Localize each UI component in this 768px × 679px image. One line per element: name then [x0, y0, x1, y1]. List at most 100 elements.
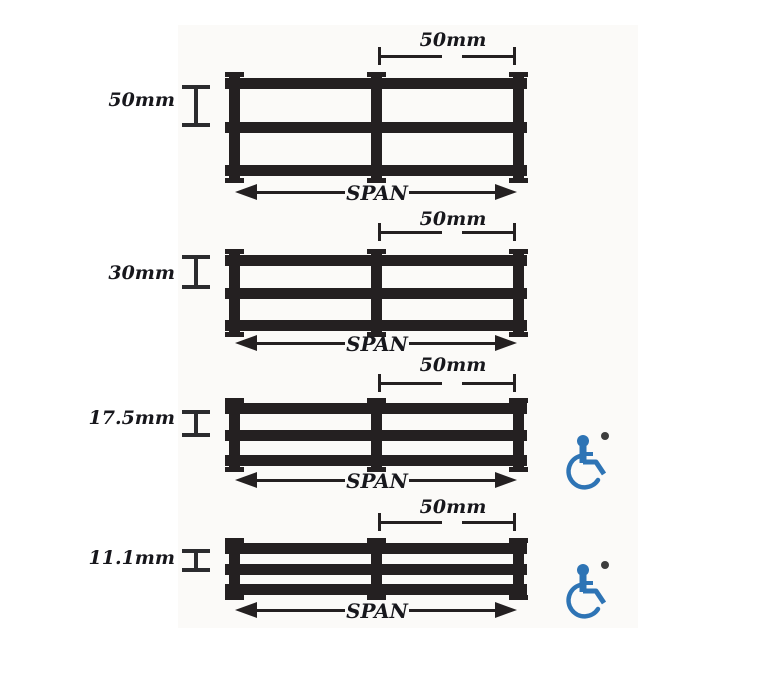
post-end-tick [367, 595, 386, 600]
post-end-tick [367, 178, 386, 183]
post-end-tick [509, 538, 528, 543]
post-end-tick [367, 249, 386, 254]
dimension-line-right [462, 521, 515, 524]
aperture-label: 17.5mm [88, 407, 175, 429]
grid-post-middle [371, 538, 382, 600]
post-end-tick [225, 398, 244, 403]
dimension-line-right [462, 231, 515, 234]
span-label: SPAN [346, 599, 408, 623]
dimension-line-left [380, 55, 442, 58]
post-end-tick [225, 467, 244, 472]
aperture-label: 30mm [108, 262, 175, 284]
grid-post-left [229, 72, 240, 183]
dimension-tick-left [378, 513, 381, 531]
post-end-tick [367, 538, 386, 543]
post-end-tick [225, 332, 244, 337]
wheelchair-person-head [577, 435, 589, 447]
spacing-marker-bottom-cap [182, 285, 210, 289]
dimension-line-right [462, 55, 515, 58]
span-label: SPAN [346, 181, 408, 205]
post-end-tick [509, 467, 528, 472]
post-end-tick [509, 72, 528, 77]
dimension-label: 50mm [419, 29, 487, 51]
grid-post-right [513, 398, 524, 472]
asterisk-marker-icon [601, 432, 609, 440]
span-arrowhead-left [235, 335, 257, 351]
dimension-line-left [380, 231, 442, 234]
span-arrowhead-right [495, 472, 517, 488]
dimension-tick-left [378, 223, 381, 241]
post-end-tick [367, 72, 386, 77]
wheelchair-person-head [577, 564, 589, 576]
grid-post-middle [371, 249, 382, 337]
aperture-label: 50mm [108, 89, 175, 111]
span-line-right [409, 342, 498, 345]
post-end-tick [367, 332, 386, 337]
grid-post-right [513, 72, 524, 183]
grid-post-left [229, 249, 240, 337]
aperture-label: 11.1mm [88, 547, 175, 569]
dimension-tick-right [513, 513, 516, 531]
spacing-marker-stem [194, 255, 198, 289]
grid-post-left [229, 398, 240, 472]
dimension-tick-right [513, 47, 516, 65]
wheelchair-accessibility-icon [561, 557, 615, 621]
span-line-left [256, 342, 345, 345]
span-arrowhead-right [495, 602, 517, 618]
spacing-marker-stem [194, 549, 198, 572]
post-end-tick [225, 249, 244, 254]
dimension-tick-right [513, 374, 516, 392]
grid-post-right [513, 249, 524, 337]
span-line-right [409, 479, 498, 482]
span-label: SPAN [346, 469, 408, 493]
spacing-marker-stem [194, 85, 198, 127]
dimension-label: 50mm [419, 208, 487, 230]
dimension-label: 50mm [419, 354, 487, 376]
spacing-marker-bottom-cap [182, 123, 210, 127]
span-arrowhead-left [235, 602, 257, 618]
span-label: SPAN [346, 332, 408, 356]
span-arrowhead-right [495, 335, 517, 351]
spacing-marker-bottom-cap [182, 433, 210, 437]
span-line-right [409, 609, 498, 612]
span-arrowhead-left [235, 184, 257, 200]
wheelchair-person-leg [583, 588, 607, 605]
post-end-tick [509, 332, 528, 337]
post-end-tick [225, 178, 244, 183]
dimension-line-left [380, 382, 442, 385]
post-end-tick [225, 538, 244, 543]
wheelchair-accessibility-icon [561, 428, 615, 492]
post-end-tick [225, 72, 244, 77]
spacing-marker-stem [194, 410, 198, 437]
grid-post-right [513, 538, 524, 600]
wheelchair-person-leg [583, 459, 607, 476]
spacing-marker-bottom-cap [182, 568, 210, 572]
post-end-tick [509, 178, 528, 183]
post-end-tick [509, 398, 528, 403]
post-end-tick [225, 595, 244, 600]
grid-post-middle [371, 398, 382, 472]
span-arrowhead-left [235, 472, 257, 488]
asterisk-marker-icon [601, 561, 609, 569]
dimension-tick-left [378, 374, 381, 392]
post-end-tick [509, 249, 528, 254]
post-end-tick [367, 398, 386, 403]
dimension-label: 50mm [419, 496, 487, 518]
span-line-left [256, 191, 345, 194]
wheelchair-wheel [566, 453, 601, 490]
post-end-tick [367, 467, 386, 472]
dimension-line-left [380, 521, 442, 524]
span-line-right [409, 191, 498, 194]
wheelchair-wheel [566, 582, 601, 619]
grid-post-middle [371, 72, 382, 183]
span-arrowhead-right [495, 184, 517, 200]
dimension-tick-right [513, 223, 516, 241]
span-line-left [256, 609, 345, 612]
grid-post-left [229, 538, 240, 600]
span-line-left [256, 479, 345, 482]
